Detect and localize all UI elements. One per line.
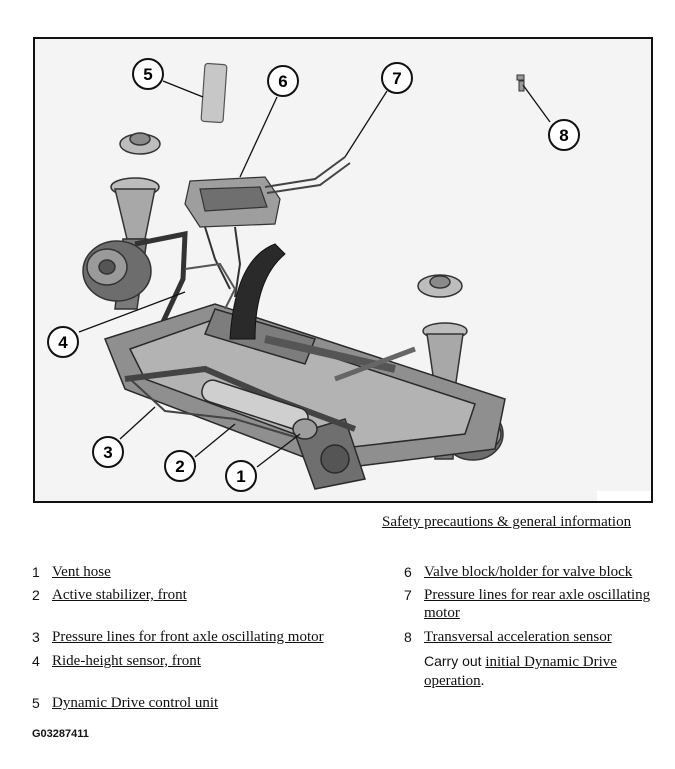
- legend-number: 5: [32, 695, 40, 711]
- legend-number: 2: [32, 587, 40, 603]
- legend-link[interactable]: Valve block/holder for valve block: [424, 564, 633, 580]
- legend-number: 3: [32, 629, 40, 645]
- callout-1: 1: [225, 460, 257, 492]
- stabilizer: [124, 335, 416, 440]
- control-unit: [200, 62, 228, 124]
- callout-2: 2: [164, 450, 196, 482]
- svg-text:4: 4: [58, 333, 68, 352]
- initial-operation-link[interactable]: initial Dynamic Drive operation: [424, 654, 617, 689]
- legend-number: 1: [32, 564, 40, 580]
- svg-text:6: 6: [278, 72, 287, 91]
- callout-4: 4: [47, 326, 79, 358]
- legend-link[interactable]: Dynamic Drive control unit: [52, 695, 219, 711]
- accel-sensor: [516, 74, 525, 92]
- legend-number: 6: [404, 564, 412, 580]
- axle-illustration: 5 6 7 8 4 3 2 1: [47, 58, 651, 501]
- callout-7: 7: [381, 62, 413, 94]
- left-strut: [82, 132, 188, 341]
- legend-link[interactable]: Transversal acceleration sensor: [424, 629, 612, 645]
- svg-text:8: 8: [559, 126, 568, 145]
- svg-text:3: 3: [103, 443, 112, 462]
- callout-6: 6: [267, 65, 299, 97]
- legend-number: 7: [404, 587, 412, 603]
- svg-text:2: 2: [175, 457, 184, 476]
- front-pressure-lines: [129, 378, 296, 438]
- legend-number: 4: [32, 653, 40, 669]
- legend-link[interactable]: Active stabilizer, front: [52, 587, 187, 603]
- rear-pressure-lines: [264, 156, 346, 188]
- legend-link[interactable]: Vent hose: [52, 564, 111, 580]
- legend-number: 8: [404, 629, 412, 645]
- legend-link[interactable]: Ride-height sensor, front: [52, 653, 201, 669]
- svg-text:7: 7: [392, 69, 401, 88]
- curved-bracket: [229, 243, 286, 340]
- figure-id: G03287411: [32, 728, 89, 740]
- svg-text:1: 1: [236, 467, 245, 486]
- legend-link[interactable]: Pressure lines for front axle oscillatin…: [52, 629, 324, 645]
- valve-block: [184, 176, 281, 298]
- svg-text:5: 5: [143, 65, 152, 84]
- legend-link[interactable]: Pressure lines for rear axle oscillating…: [424, 587, 651, 621]
- safety-precautions-link[interactable]: Safety precautions & general information: [382, 514, 632, 530]
- legend-item-7: 7 Pressure lines for rear axle oscillati…: [404, 586, 664, 626]
- callout-8: 8: [548, 119, 580, 151]
- callout-3: 3: [92, 436, 124, 468]
- note-end: .: [480, 673, 485, 689]
- note-lead: Carry out: [424, 653, 482, 669]
- component-diagram: 5 6 7 8 4 3 2 1: [33, 37, 653, 503]
- procedure-note: Carry out initial Dynamic Drive operatio…: [424, 652, 654, 691]
- callout-5: 5: [132, 58, 164, 90]
